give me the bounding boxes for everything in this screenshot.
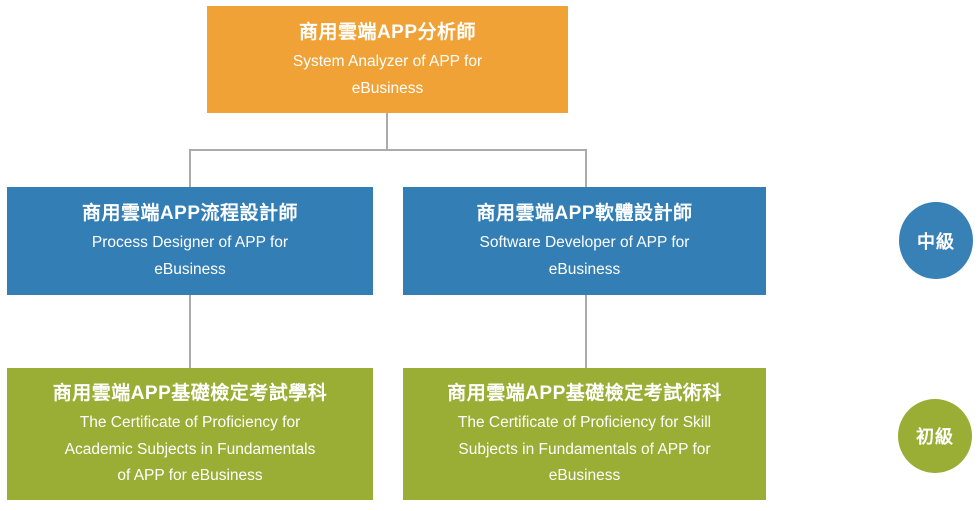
node-title-en: The Certificate of Proficiency for Acade… [64,414,316,485]
connector-horizontal-bar [189,149,587,151]
level-badge-label: 中級 [917,231,955,252]
level-badge-intermediate: 中級 [899,202,973,279]
level-badge-label: 初級 [916,427,954,447]
node-title-en: System Analyzer of APP for eBusiness [292,52,483,97]
level-badge-basic: 初級 [898,399,972,473]
connector-drop-left-upper [189,149,191,187]
connector-drop-right-upper [585,149,587,187]
node-software-developer: 商用雲端APP軟體設計師 Software Developer of APP f… [403,187,766,295]
node-title-zh: 商用雲端APP流程設計師 [81,203,299,225]
node-title-en: Process Designer of APP for eBusiness [91,234,289,278]
node-title-zh: 商用雲端APP基礎檢定考試學科 [52,383,328,405]
node-system-analyzer: 商用雲端APP分析師 System Analyzer of APP for eB… [207,6,568,113]
node-academic-subjects-cert: 商用雲端APP基礎檢定考試學科 The Certificate of Profi… [7,368,373,500]
node-title-zh: 商用雲端APP分析師 [298,21,477,43]
node-skill-subjects-cert: 商用雲端APP基礎檢定考試術科 The Certificate of Profi… [403,368,766,500]
node-title-zh: 商用雲端APP基礎檢定考試術科 [447,383,722,405]
node-title-en: The Certificate of Proficiency for Skill… [457,414,712,485]
connector-root-stem [386,113,388,150]
connector-drop-right-lower [585,295,587,368]
node-title-zh: 商用雲端APP軟體設計師 [476,203,693,225]
node-process-designer: 商用雲端APP流程設計師 Process Designer of APP for… [7,187,373,295]
node-title-en: Software Developer of APP for eBusiness [479,234,690,278]
connector-drop-left-lower [189,295,191,368]
